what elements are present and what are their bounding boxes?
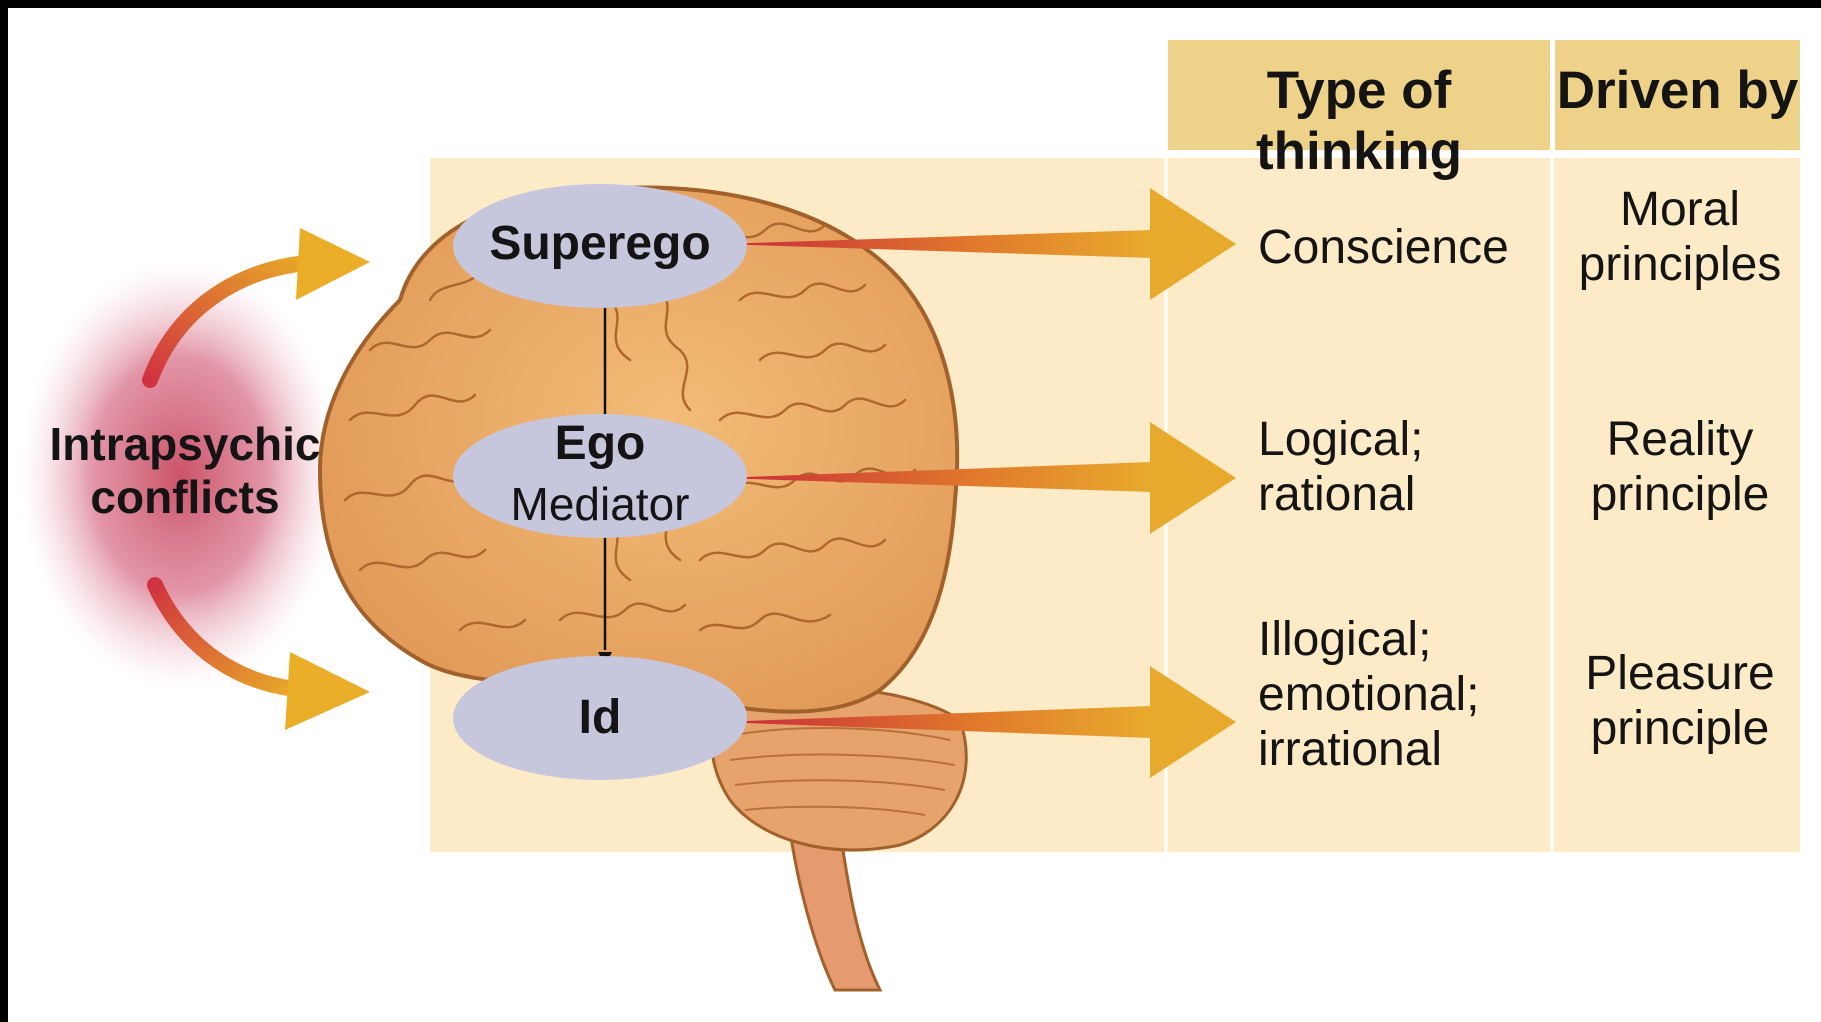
conflict-label: Intrapsychic conflicts bbox=[40, 418, 330, 524]
thinking-ego: Logical; rational bbox=[1258, 412, 1548, 522]
header-driven-by: Driven by bbox=[1555, 60, 1800, 121]
thinking-superego: Conscience bbox=[1258, 220, 1548, 275]
thinking-id: Illogical; emotional; irrational bbox=[1258, 612, 1548, 778]
brain-stem bbox=[790, 830, 880, 990]
superego-label: Superego bbox=[470, 216, 730, 271]
id-label: Id bbox=[470, 690, 730, 745]
driven-superego: Moral principles bbox=[1560, 182, 1800, 292]
ego-role-label: Mediator bbox=[470, 478, 730, 531]
driven-id: Pleasure principle bbox=[1560, 646, 1800, 756]
driven-ego: Reality principle bbox=[1560, 412, 1800, 522]
conflict-arrowhead-up bbox=[296, 228, 370, 300]
ego-label: Ego bbox=[470, 416, 730, 471]
header-thinking: Type of thinking bbox=[1168, 60, 1550, 182]
conflict-arrowhead-down bbox=[285, 652, 370, 730]
